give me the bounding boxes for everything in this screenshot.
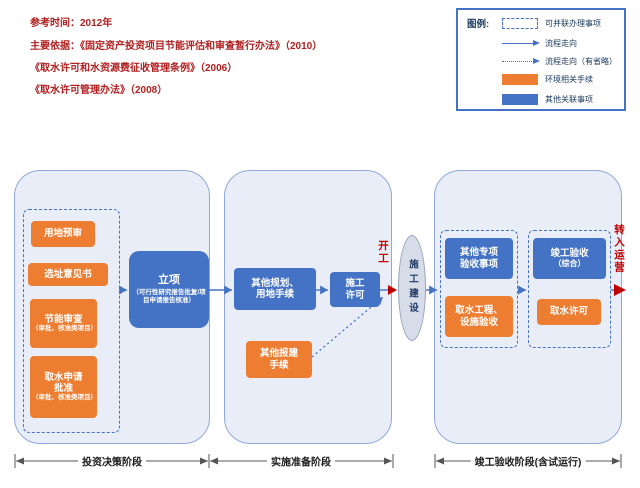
water-facility-acceptance-label: 取水工程、设施验收 bbox=[455, 305, 503, 328]
stage-3-phase-label: 竣工验收阶段(含试运行) bbox=[470, 453, 586, 469]
stage-2-phase-label: 实施准备阶段 bbox=[267, 453, 335, 469]
transfer-to-operation-label: 转入运营 bbox=[613, 224, 625, 274]
land-preapproval-box: 用地预审 bbox=[31, 221, 95, 247]
construction-start-label: 开工 bbox=[377, 240, 389, 265]
completion-acceptance-sub: （综合） bbox=[553, 259, 586, 269]
energy-review-title: 节能审查 bbox=[44, 313, 83, 325]
solid-arrow-swatch bbox=[502, 39, 540, 46]
planning-land-box: 其他规划、用地手续 bbox=[234, 268, 316, 310]
water-application-title: 取水申请批准 bbox=[44, 371, 83, 394]
legend-label-flow: 流程走向 bbox=[545, 39, 577, 48]
legend-row-env: 环境相关手续 bbox=[502, 73, 593, 86]
special-acceptance-label: 其他专项验收事项 bbox=[460, 247, 499, 270]
construction-ellipse-label: 施工建设 bbox=[407, 259, 418, 317]
orange-swatch bbox=[502, 74, 538, 85]
construction-permit-box: 施工许可 bbox=[330, 272, 380, 307]
acceptance-group-right bbox=[528, 230, 611, 348]
water-facility-acceptance-box: 取水工程、设施验收 bbox=[445, 296, 513, 337]
water-application-box: 取水申请批准 （审批、核准类项目） bbox=[30, 356, 97, 418]
construction-ellipse: 施工建设 bbox=[398, 235, 426, 341]
special-acceptance-box: 其他专项验收事项 bbox=[445, 238, 513, 279]
construction-permit-label: 施工许可 bbox=[345, 278, 365, 301]
dashed-box-swatch bbox=[502, 18, 538, 29]
planning-land-label: 其他规划、用地手续 bbox=[251, 277, 299, 300]
project-approval-title: 立项 bbox=[158, 273, 180, 286]
legend-label-parallel: 可并联办理事项 bbox=[545, 19, 601, 28]
legend-row-flow-omitted: 流程走向（有省略） bbox=[502, 55, 617, 68]
legend-row-flow: 流程走向 bbox=[502, 37, 577, 50]
blue-swatch bbox=[502, 94, 538, 105]
land-preapproval-label: 用地预审 bbox=[43, 228, 82, 240]
legend-label-other: 其他关联事项 bbox=[545, 95, 593, 104]
site-opinion-box: 选址意见书 bbox=[28, 263, 108, 286]
legend-row-other: 其他关联事项 bbox=[502, 93, 593, 106]
water-application-sub: （审批、核准类项目） bbox=[32, 394, 97, 402]
acceptance-group-left bbox=[440, 230, 518, 348]
energy-review-sub: （审批、核准类项目） bbox=[32, 325, 97, 333]
other-filing-box: 其他报建手续 bbox=[246, 341, 312, 378]
reference-time-note: 参考时间：2012年 bbox=[30, 18, 113, 29]
water-permit-label: 取水许可 bbox=[549, 306, 588, 318]
water-permit-box: 取水许可 bbox=[537, 299, 601, 325]
legend-row-parallel: 可并联办理事项 bbox=[502, 17, 601, 30]
site-opinion-label: 选址意见书 bbox=[44, 268, 92, 280]
legal-basis-line-1: 主要依据：《固定资产投资项目节能评估和审查暂行办法》（2010） bbox=[30, 41, 323, 52]
dotted-arrow-swatch bbox=[502, 57, 540, 64]
legend: 图例: 可并联办理事项 流程走向 流程走向（有省略） 环境相关手续 其他关联事项 bbox=[456, 8, 626, 111]
parallel-group-stage1 bbox=[23, 209, 120, 433]
project-approval-box: 立项 （可行性研究报告批复/项目申请报告核准） bbox=[129, 251, 209, 328]
completion-acceptance-title: 竣工验收 bbox=[550, 247, 589, 259]
other-filing-label: 其他报建手续 bbox=[260, 348, 299, 371]
project-approval-sub: （可行性研究报告批复/项目申请报告核准） bbox=[132, 288, 206, 305]
energy-review-box: 节能审查 （审批、核准类项目） bbox=[30, 299, 97, 348]
legal-basis-line-3: 《取水许可管理办法》（2008） bbox=[30, 85, 168, 96]
completion-acceptance-box: 竣工验收 （综合） bbox=[533, 238, 606, 279]
stage-1-phase-label: 投资决策阶段 bbox=[78, 453, 146, 469]
legal-basis-line-2: 《取水许可和水资源费征收管理条例》（2006） bbox=[30, 63, 238, 74]
legend-title: 图例: bbox=[467, 19, 490, 30]
legend-label-flow-omitted: 流程走向（有省略） bbox=[545, 57, 617, 66]
legend-label-env: 环境相关手续 bbox=[545, 75, 593, 84]
